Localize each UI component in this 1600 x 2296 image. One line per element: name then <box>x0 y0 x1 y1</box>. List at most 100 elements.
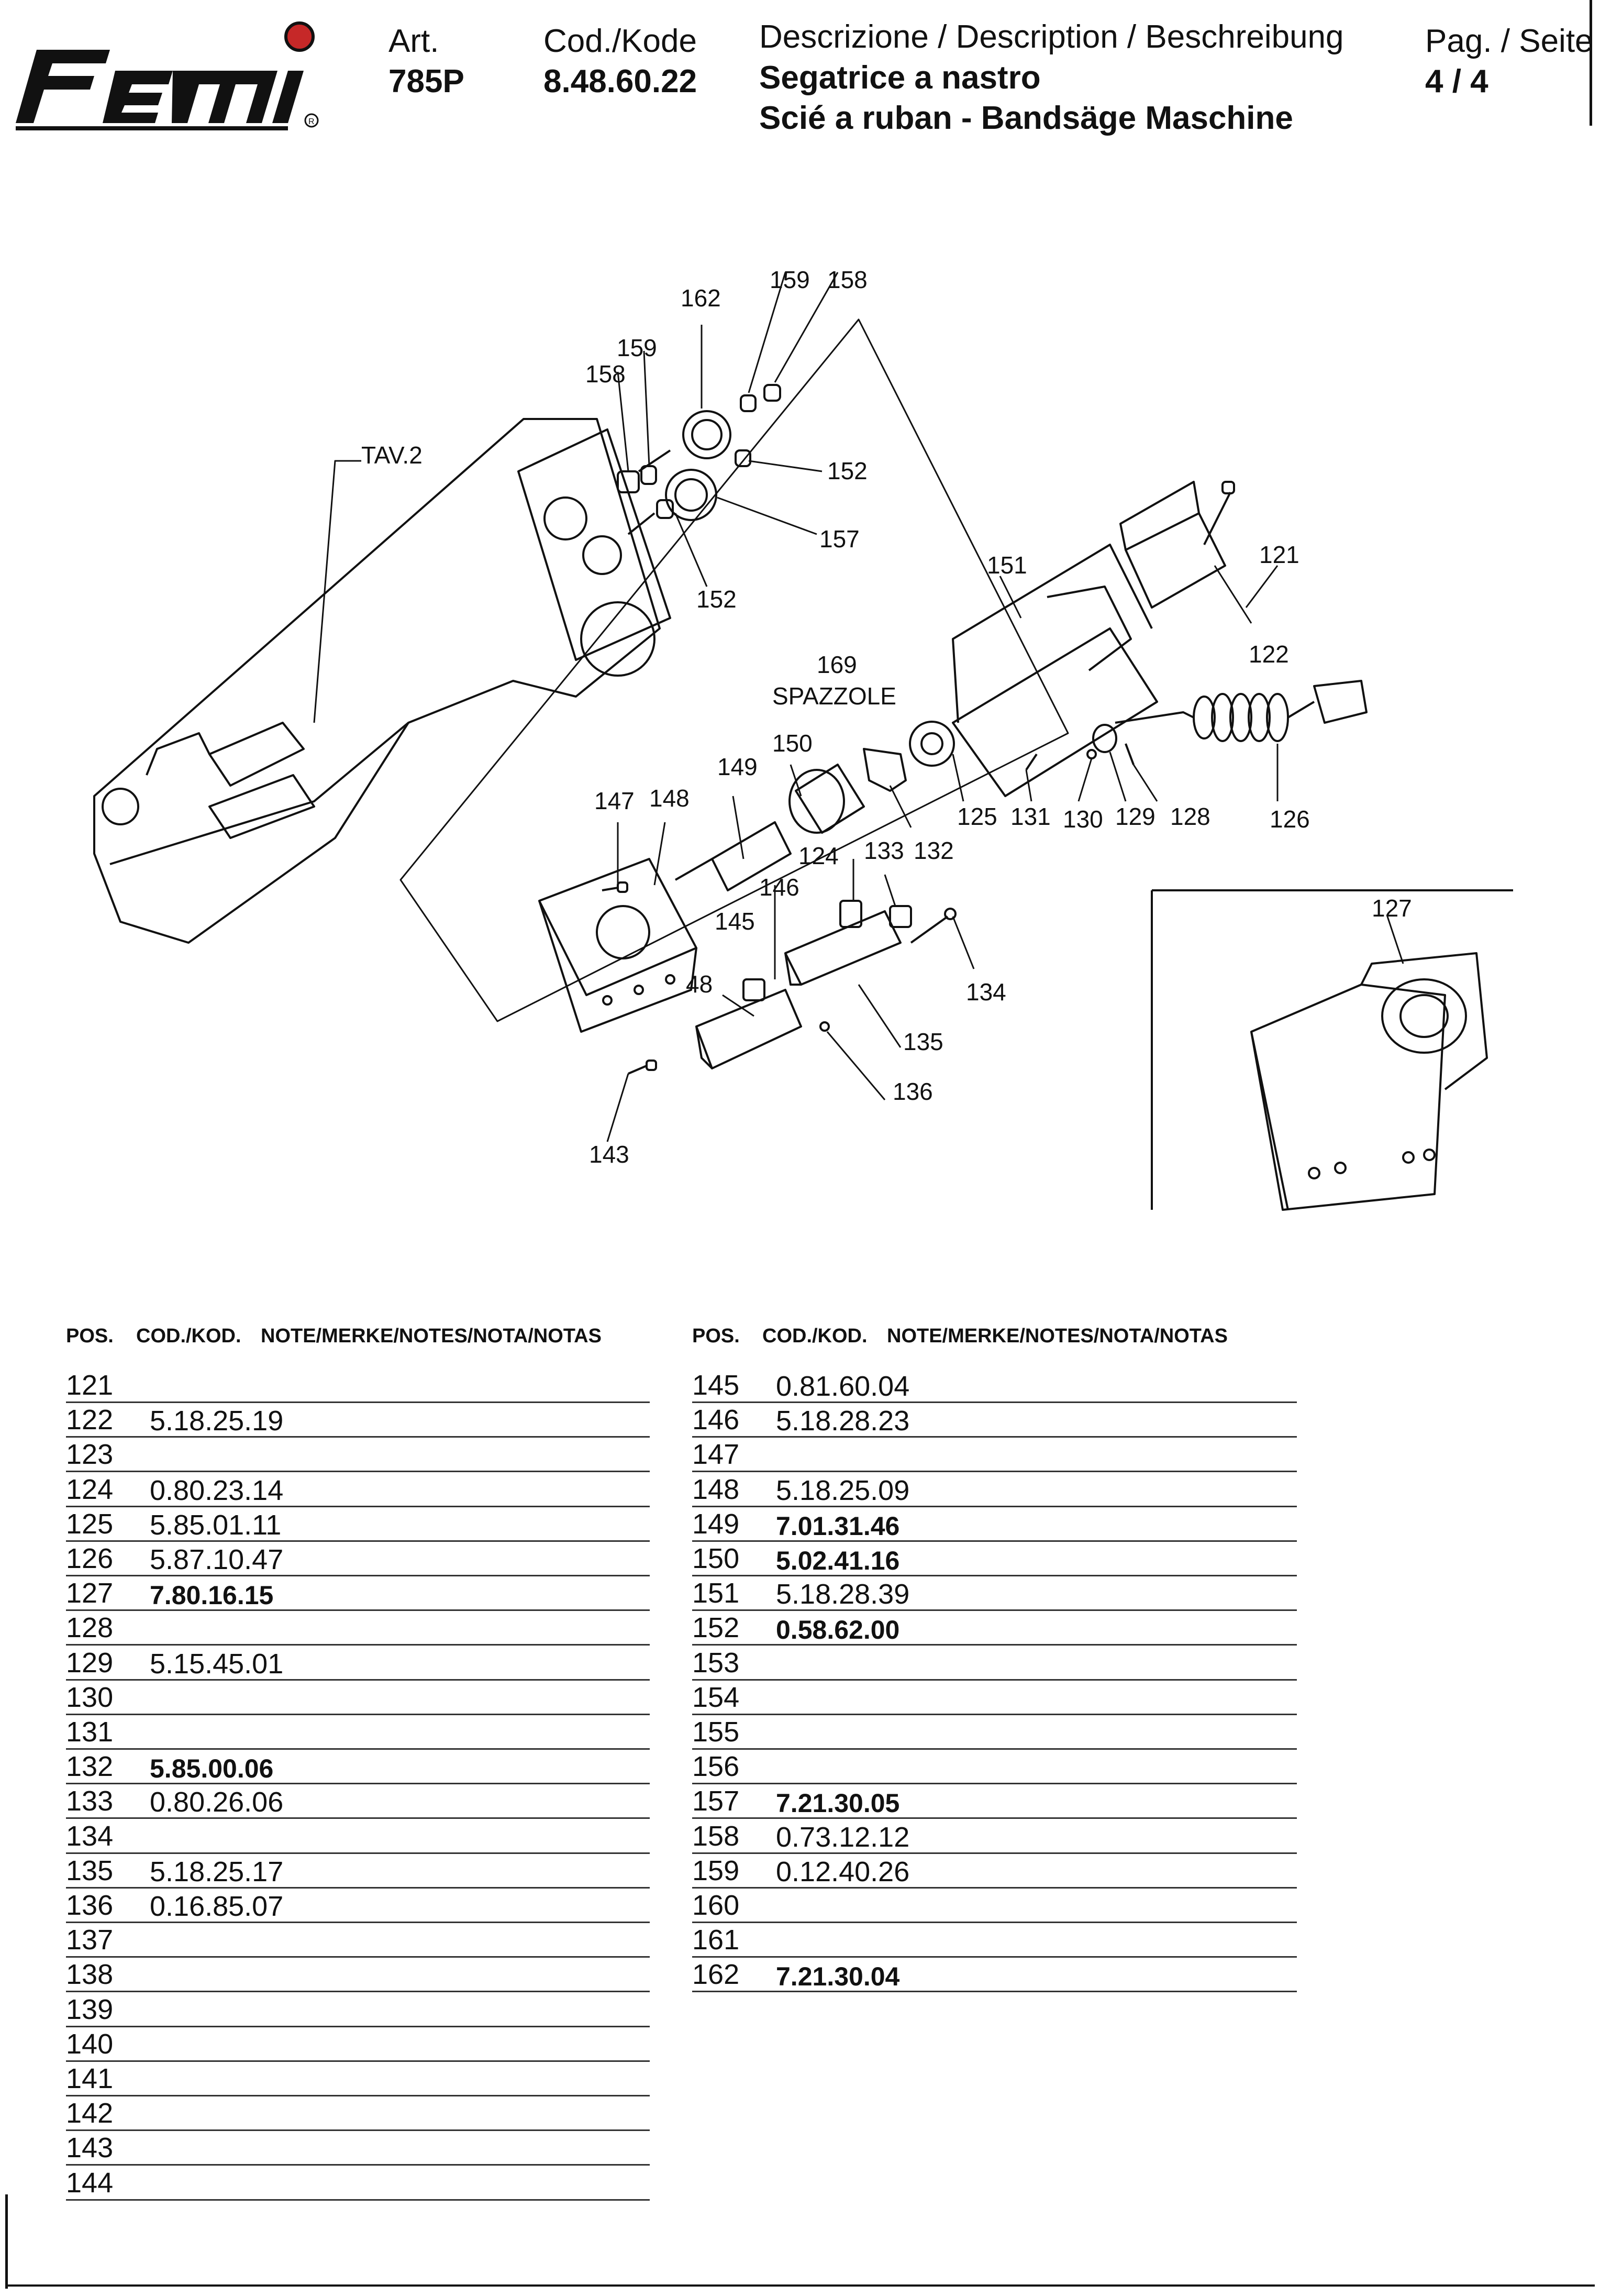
row-code: 7.01.31.46 <box>776 1511 900 1541</box>
row-pos: 142 <box>66 2098 114 2129</box>
description-label: Descrizione / Description / Beschreibung <box>759 19 1344 55</box>
row-code: 7.21.30.05 <box>776 1789 900 1818</box>
callout-128: 128 <box>1170 803 1210 830</box>
callout-151: 151 <box>987 551 1027 579</box>
row-code: 5.18.25.17 <box>150 1856 284 1887</box>
table-row: 148 5.18.25.09 <box>692 1471 1297 1507</box>
row-pos: 147 <box>692 1439 740 1471</box>
table-row: 147 <box>692 1436 1297 1473</box>
table-row: 153 <box>692 1644 1297 1681</box>
row-pos: 128 <box>66 1612 114 1644</box>
callout-124: 124 <box>798 842 839 869</box>
row-pos: 145 <box>692 1370 740 1401</box>
row-code: 0.81.60.04 <box>776 1371 910 1402</box>
callout-spazzole: SPAZZOLE <box>772 682 896 710</box>
row-pos: 156 <box>692 1751 740 1783</box>
row-pos: 160 <box>692 1890 740 1921</box>
callout-159: 159 <box>617 334 657 361</box>
parts-table-right: POS. COD./KOD. NOTE/MERKE/NOTES/NOTA/NOT… <box>692 1320 1297 2001</box>
callout-159: 159 <box>770 266 810 293</box>
table-row: 131 <box>66 1714 650 1750</box>
row-code: 0.58.62.00 <box>776 1615 900 1645</box>
row-pos: 134 <box>66 1820 114 1852</box>
row-pos: 129 <box>66 1647 114 1679</box>
row-pos: 141 <box>66 2063 114 2094</box>
callout-126: 126 <box>1270 805 1310 833</box>
callout-158: 158 <box>585 360 626 388</box>
row-pos: 143 <box>66 2132 114 2164</box>
table-row: 157 7.21.30.05 <box>692 1783 1297 1819</box>
description-line-1: Segatrice a nastro <box>759 60 1041 96</box>
callout-152: 152 <box>696 586 737 613</box>
table-row: 138 <box>66 1956 650 1993</box>
table-row: 160 <box>692 1887 1297 1923</box>
callout-149: 149 <box>717 753 758 780</box>
row-pos: 124 <box>66 1473 114 1505</box>
callout-158: 158 <box>827 266 868 293</box>
table-row: 161 <box>692 1922 1297 1958</box>
page-left-border <box>5 2194 8 2289</box>
table-row: 154 <box>692 1679 1297 1715</box>
callout-122: 122 <box>1249 641 1289 668</box>
callout-148: 148 <box>649 785 690 812</box>
svg-text:R: R <box>308 117 315 126</box>
callout-121: 121 <box>1259 541 1299 568</box>
row-code: 5.18.25.09 <box>776 1474 910 1506</box>
callout-130: 130 <box>1063 805 1103 833</box>
row-pos: 162 <box>692 1959 740 1991</box>
row-pos: 157 <box>692 1785 740 1817</box>
callout-129: 129 <box>1115 803 1155 830</box>
row-pos: 159 <box>692 1855 740 1886</box>
header-right-border <box>1590 0 1592 126</box>
callout-147: 147 <box>594 787 635 814</box>
row-code: 5.02.41.16 <box>776 1546 900 1575</box>
row-pos: 136 <box>66 1890 114 1921</box>
row-code: 5.15.45.01 <box>150 1648 284 1680</box>
table-row: 134 <box>66 1818 650 1854</box>
callout-150: 150 <box>772 730 813 757</box>
table-row: 156 <box>692 1748 1297 1785</box>
page-header: R femi Art. 785P Cod./Kode 8.48.60.22 De… <box>0 0 1600 136</box>
row-pos: 131 <box>66 1716 114 1748</box>
row-code: 0.12.40.26 <box>776 1856 910 1887</box>
table-row: 144 <box>66 2165 650 2201</box>
row-code: 5.85.00.06 <box>150 1754 274 1784</box>
row-pos: 122 <box>66 1404 114 1436</box>
row-pos: 138 <box>66 1959 114 1991</box>
table-row: 155 <box>692 1714 1297 1750</box>
callout-157: 157 <box>819 525 860 553</box>
row-code: 0.80.23.14 <box>150 1474 284 1506</box>
row-code: 0.73.12.12 <box>776 1821 910 1853</box>
parts-table-left: POS. COD./KOD. NOTE/MERKE/NOTES/NOTA/NOT… <box>66 1320 650 2201</box>
row-pos: 150 <box>692 1543 740 1574</box>
header-code: COD./KOD. <box>762 1325 868 1347</box>
table-row: 162 7.21.30.04 <box>692 1956 1297 1993</box>
callout-131: 131 <box>1010 803 1051 830</box>
callout-132: 132 <box>914 837 954 864</box>
table-header: POS. COD./KOD. NOTE/MERKE/NOTES/NOTA/NOT… <box>66 1320 642 1351</box>
row-code: 5.85.01.11 <box>150 1509 282 1541</box>
description-line-2: Scié a ruban - Bandsäge Maschine <box>759 100 1293 136</box>
table-row: 130 <box>66 1679 650 1715</box>
table-row: 121 <box>66 1367 650 1403</box>
table-row: 143 <box>66 2129 650 2166</box>
row-pos: 123 <box>66 1439 114 1471</box>
table-row: 127 7.80.16.15 <box>66 1575 650 1611</box>
callout-135: 135 <box>903 1028 943 1055</box>
row-code: 7.80.16.15 <box>150 1581 274 1610</box>
row-pos: 127 <box>66 1577 114 1609</box>
row-code: 7.21.30.04 <box>776 1962 900 1992</box>
callout-152: 152 <box>827 457 868 484</box>
callout-133: 133 <box>864 837 904 864</box>
art-label: Art. <box>388 23 439 59</box>
row-pos: 148 <box>692 1473 740 1505</box>
table-row: 123 <box>66 1436 650 1473</box>
exploded-parts-drawing: 162 159 158 159 158 TAV.2 152 157 152 15… <box>93 266 1513 1211</box>
row-pos: 126 <box>66 1543 114 1574</box>
